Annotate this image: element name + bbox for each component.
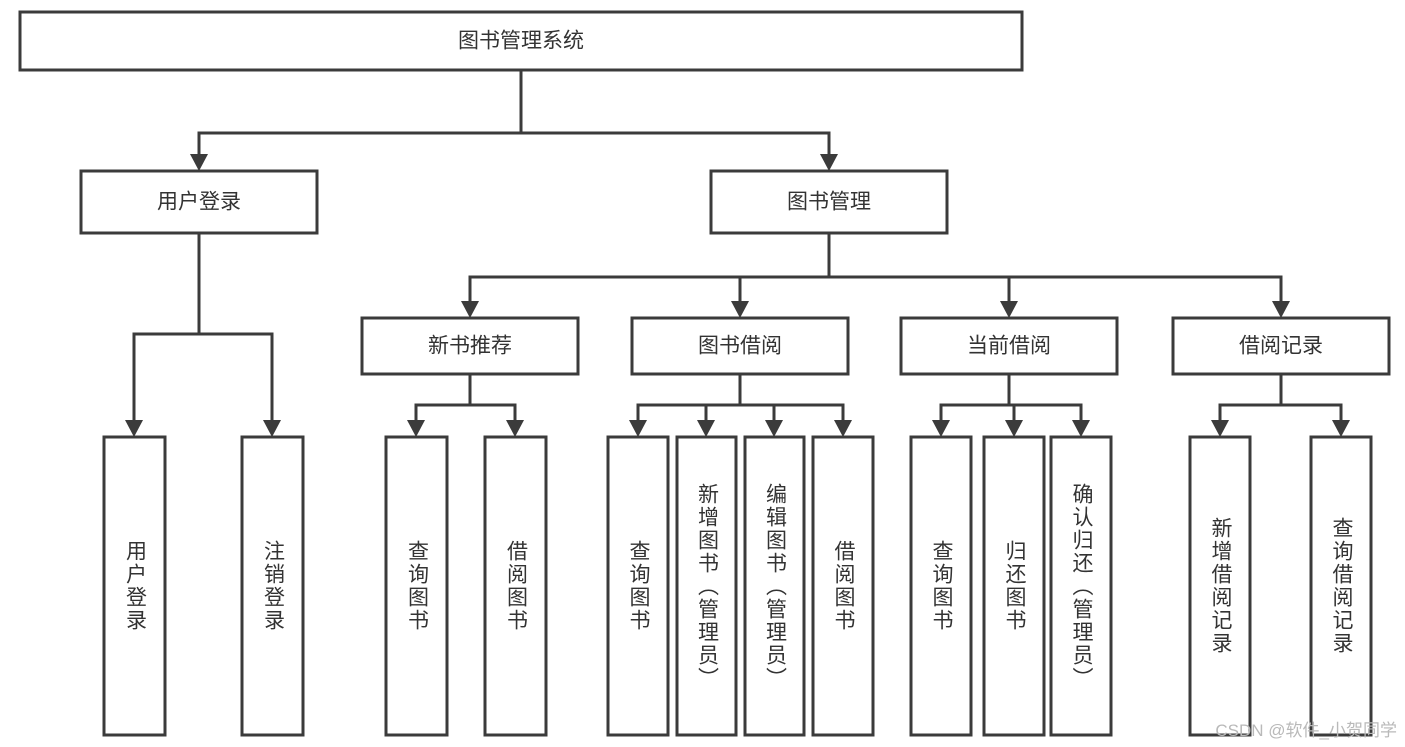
arrow-head-icon [190, 154, 208, 171]
node-box-leaf-return-book[interactable] [982, 435, 1046, 737]
node-box-leaf-query-book-cb[interactable] [909, 435, 973, 737]
node-box-leaf-edit-book-admin[interactable] [743, 435, 806, 737]
node-box-leaf-user-logout[interactable] [240, 435, 305, 737]
node-label-book-borrow: 图书借阅 [698, 335, 782, 358]
connectors-layer [125, 68, 1350, 437]
node-label-root: 图书管理系统 [458, 30, 584, 53]
node-label-borrow-record: 借阅记录 [1239, 335, 1323, 358]
arrow-head-icon [461, 301, 479, 318]
node-box-current-borrow[interactable] [899, 316, 1119, 376]
arrow-head-icon [1211, 420, 1229, 437]
node-box-leaf-query-book-bb[interactable] [606, 435, 670, 737]
arrow-head-icon [1000, 301, 1018, 318]
arrow-head-icon [407, 420, 425, 437]
arrow-head-icon [765, 420, 783, 437]
csdn-watermark: CSDN @软件_小贺同学 [1215, 721, 1397, 740]
arrow-head-icon [629, 420, 647, 437]
connector-borrow-record-to-leaves [1211, 372, 1350, 437]
node-label-current-borrow: 当前借阅 [967, 335, 1051, 358]
connector-current-borrow-to-leaves [932, 372, 1090, 437]
connector-user-login-to-leaves [125, 231, 281, 437]
arrow-head-icon [263, 420, 281, 437]
arrow-head-icon [1332, 420, 1350, 437]
node-box-book-manage[interactable] [709, 169, 949, 235]
node-label-book-manage: 图书管理 [787, 191, 871, 214]
arrow-head-icon [1072, 420, 1090, 437]
arrow-head-icon [932, 420, 950, 437]
connector-book-manage-to-level3 [461, 231, 1290, 318]
node-box-leaf-borrow-book-bb[interactable] [811, 435, 875, 737]
arrow-head-icon [820, 154, 838, 171]
node-box-borrow-record[interactable] [1171, 316, 1391, 376]
arrow-head-icon [697, 420, 715, 437]
node-box-leaf-add-book-admin[interactable] [675, 435, 738, 737]
node-box-leaf-confirm-return-admin[interactable] [1049, 435, 1113, 737]
connector-new-book-rec-to-leaves [407, 372, 524, 437]
node-label-user-login: 用户登录 [157, 191, 241, 214]
arrow-head-icon [731, 301, 749, 318]
node-box-leaf-query-book-rec[interactable] [384, 435, 449, 737]
connector-book-borrow-to-leaves [629, 372, 852, 437]
arrow-head-icon [506, 420, 524, 437]
arrow-head-icon [125, 420, 143, 437]
arrow-head-icon [1272, 301, 1290, 318]
node-label-new-book-rec: 新书推荐 [428, 335, 512, 358]
node-box-book-borrow[interactable] [630, 316, 850, 376]
connector-root-to-level2 [190, 68, 838, 171]
node-box-root[interactable] [18, 10, 1024, 72]
node-box-leaf-user-login[interactable] [102, 435, 167, 737]
node-boxes-layer [18, 10, 1391, 737]
arrow-head-icon [1005, 420, 1023, 437]
node-box-user-login[interactable] [79, 169, 319, 235]
node-box-new-book-rec[interactable] [360, 316, 580, 376]
arrow-head-icon [834, 420, 852, 437]
node-box-leaf-add-borrow-record[interactable] [1188, 435, 1252, 737]
node-box-leaf-query-borrow-record[interactable] [1309, 435, 1373, 737]
node-box-leaf-borrow-book-rec[interactable] [483, 435, 548, 737]
